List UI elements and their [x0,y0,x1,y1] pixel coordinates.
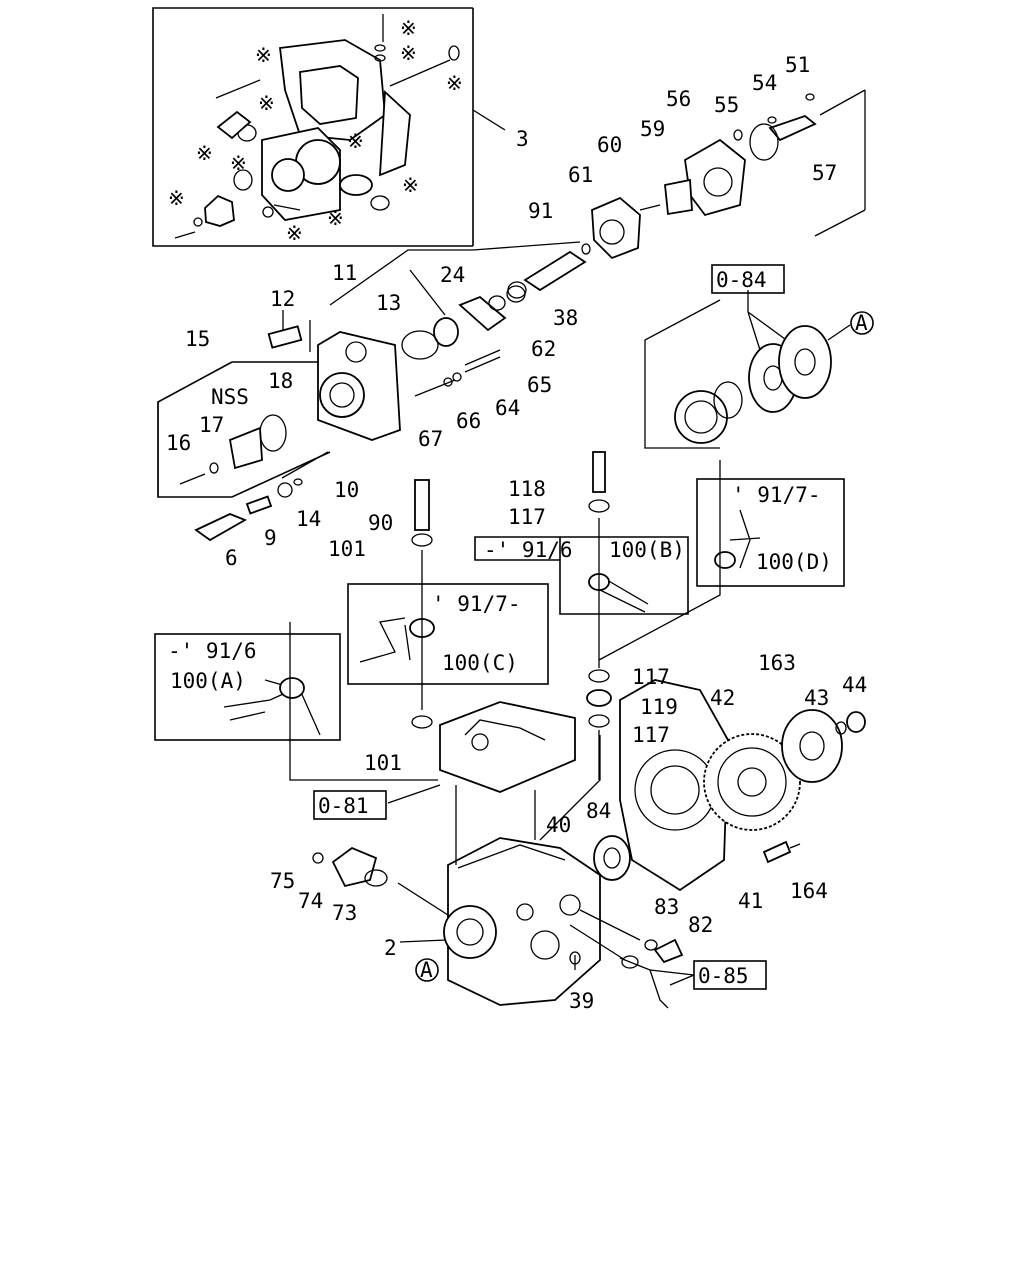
callout-a-bottom-text: A [420,958,433,982]
hydraulic-head [179,285,526,542]
date-label-b: -' 91/6 [484,538,573,562]
ref-boxes: 0-84 0-81 0-85 [313,264,785,990]
label-part-18: 18 [268,369,293,393]
block-0-81 [387,701,576,804]
label-part-74: 74 [298,889,323,913]
asterisk-1: ※ [400,16,417,40]
label-part-119: 119 [640,695,678,719]
label-part-55: 55 [714,93,739,117]
asterisk-8: ※ [230,151,247,175]
label-part-100d: 100(D) [756,550,832,574]
label-part-12: 12 [270,287,295,311]
label-part-100b: 100(B) [609,538,685,562]
label-part-59: 59 [640,117,665,141]
date-label-a: -' 91/6 [168,639,257,663]
asterisk-5: ※ [258,91,275,115]
label-part-11: 11 [332,261,357,285]
label-part-61: 61 [568,163,593,187]
date-label-d: ' 91/7- [732,483,821,507]
label-part-73: 73 [332,901,357,925]
label-part-15: 15 [185,327,210,351]
drive-shaft-group [507,89,866,299]
ref-0-81: 0-81 [318,794,369,818]
label-part-2: 2 [384,936,397,960]
label-part-16: 16 [166,431,191,455]
label-part-100a: 100(A) [170,669,246,693]
label-part-57: 57 [812,161,837,185]
head-leaders [281,241,581,479]
date-labels: -' 91/6 -' 91/6 ' 91/7- ' 91/7- [168,483,821,663]
label-part-10: 10 [334,478,359,502]
asterisk-9: ※ [402,173,419,197]
label-part-6: 6 [225,546,238,570]
label-part-60: 60 [597,133,622,157]
ref-0-84: 0-84 [716,268,767,292]
label-part-40: 40 [546,813,571,837]
label-part-117-top: 117 [508,505,546,529]
asterisk-6: ※ [347,129,364,153]
label-part-118: 118 [508,477,546,501]
callout-a-top: A [850,311,874,335]
label-part-84: 84 [586,799,611,823]
part-labels: 3 51 54 56 55 59 60 57 61 91 11 24 12 13… [166,53,867,1013]
label-part-62: 62 [531,337,556,361]
kit-box-15 [157,361,331,498]
label-part-83: 83 [654,895,679,919]
label-part-100c: 100(C) [442,651,518,675]
main-housing [312,735,684,1009]
asterisk-4: ※ [446,71,463,95]
date-label-c: ' 91/7- [432,592,521,616]
label-part-51: 51 [785,53,810,77]
label-part-66: 66 [456,409,481,433]
label-part-67: 67 [418,427,443,451]
label-part-54: 54 [752,71,777,95]
kit-box-3 [152,7,506,247]
label-part-43: 43 [804,686,829,710]
asterisk-10: ※ [168,186,185,210]
asterisk-11: ※ [327,206,344,230]
label-part-117-mid: 117 [632,665,670,689]
label-part-101-top: 101 [328,537,366,561]
label-part-13: 13 [376,291,401,315]
tube-section [154,451,845,781]
label-part-164: 164 [790,879,828,903]
label-part-42: 42 [710,686,735,710]
asterisk-3: ※ [255,43,272,67]
label-part-41: 41 [738,889,763,913]
label-part-56: 56 [666,87,691,111]
label-part-65: 65 [527,373,552,397]
label-part-163: 163 [758,651,796,675]
label-part-75: 75 [270,869,295,893]
label-part-82: 82 [688,913,713,937]
label-part-39: 39 [569,989,594,1013]
asterisk-12: ※ [286,221,303,245]
asterisk-2: ※ [400,41,417,65]
asterisk-markers: ※ ※ ※ ※ ※ ※ ※ ※ ※ ※ ※ ※ [168,16,463,245]
callout-a-top-text: A [855,311,868,335]
label-part-101-low: 101 [364,751,402,775]
label-part-17: 17 [199,413,224,437]
callout-a-bottom: A [415,958,439,982]
label-part-38: 38 [553,306,578,330]
label-part-3: 3 [516,127,529,151]
label-part-91: 91 [528,199,553,223]
label-part-9: 9 [264,526,277,550]
label-part-24: 24 [440,263,465,287]
label-part-44: 44 [842,673,867,697]
group-0-84 [644,290,851,449]
label-part-14: 14 [296,507,321,531]
label-part-64: 64 [495,396,520,420]
asterisk-7: ※ [196,141,213,165]
gear-group [593,679,866,892]
label-nss: NSS [211,385,249,409]
ref-0-85: 0-85 [698,964,749,988]
label-part-117-low: 117 [632,723,670,747]
label-part-90: 90 [368,511,393,535]
